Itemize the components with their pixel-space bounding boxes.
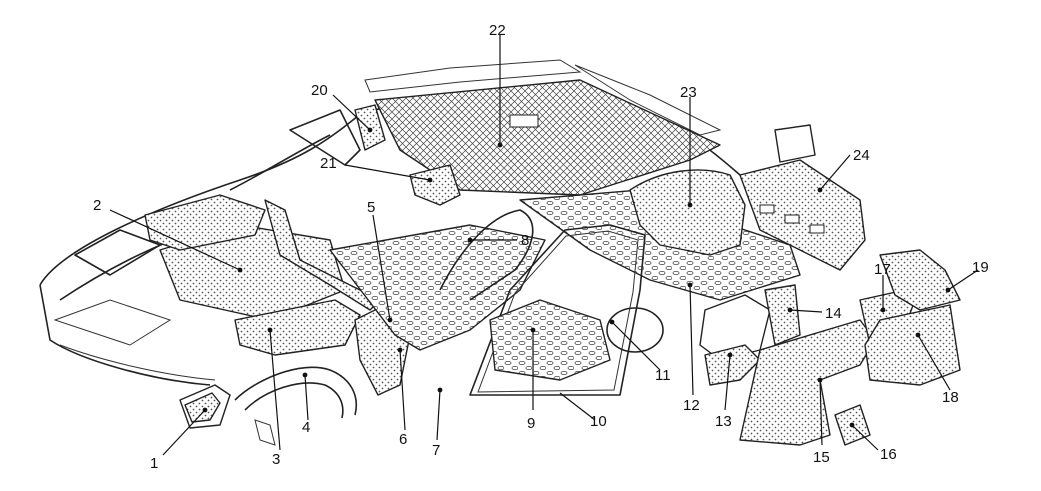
- callout-14: 14: [825, 305, 842, 322]
- callout-24: 24: [853, 147, 870, 164]
- callout-2: 2: [93, 197, 101, 214]
- front-fender-liner: [179, 366, 357, 446]
- callout-13: 13: [715, 413, 732, 430]
- leader-lines: [109, 35, 979, 456]
- rear-package-shelf: [629, 169, 746, 256]
- callout-12: 12: [683, 397, 700, 414]
- callout-17: 17: [874, 261, 891, 278]
- side-trim-panels: [739, 249, 961, 446]
- callout-8: 8: [521, 232, 529, 249]
- callout-18: 18: [942, 389, 959, 406]
- door-weatherstrip: [439, 209, 646, 396]
- callout-23: 23: [680, 84, 697, 101]
- callout-11: 11: [655, 367, 671, 384]
- callout-21: 21: [320, 155, 337, 172]
- roof-rail-trim: [289, 104, 461, 206]
- callout-10: 10: [590, 413, 607, 430]
- callout-9: 9: [527, 415, 535, 432]
- headliner: [364, 59, 722, 196]
- callout-20: 20: [311, 82, 328, 99]
- rear-trunk-trim: [739, 124, 866, 271]
- callout-15: 15: [813, 449, 830, 466]
- callout-22: 22: [489, 22, 506, 39]
- callout-7: 7: [432, 442, 440, 459]
- callout-19: 19: [972, 259, 989, 276]
- callout-3: 3: [272, 451, 280, 468]
- callout-16: 16: [880, 446, 897, 463]
- callout-5: 5: [367, 199, 375, 216]
- callout-labels: 1 2 3 4 5 6 7 8 9 10 11 12 13 14 15 16 1…: [93, 22, 989, 472]
- callout-6: 6: [399, 431, 407, 448]
- leader-dots: [202, 127, 951, 428]
- hood-insulation-panel: [144, 194, 381, 356]
- rear-quarter-trim: [606, 284, 801, 386]
- callout-1: 1: [150, 455, 158, 472]
- callout-4: 4: [302, 419, 310, 436]
